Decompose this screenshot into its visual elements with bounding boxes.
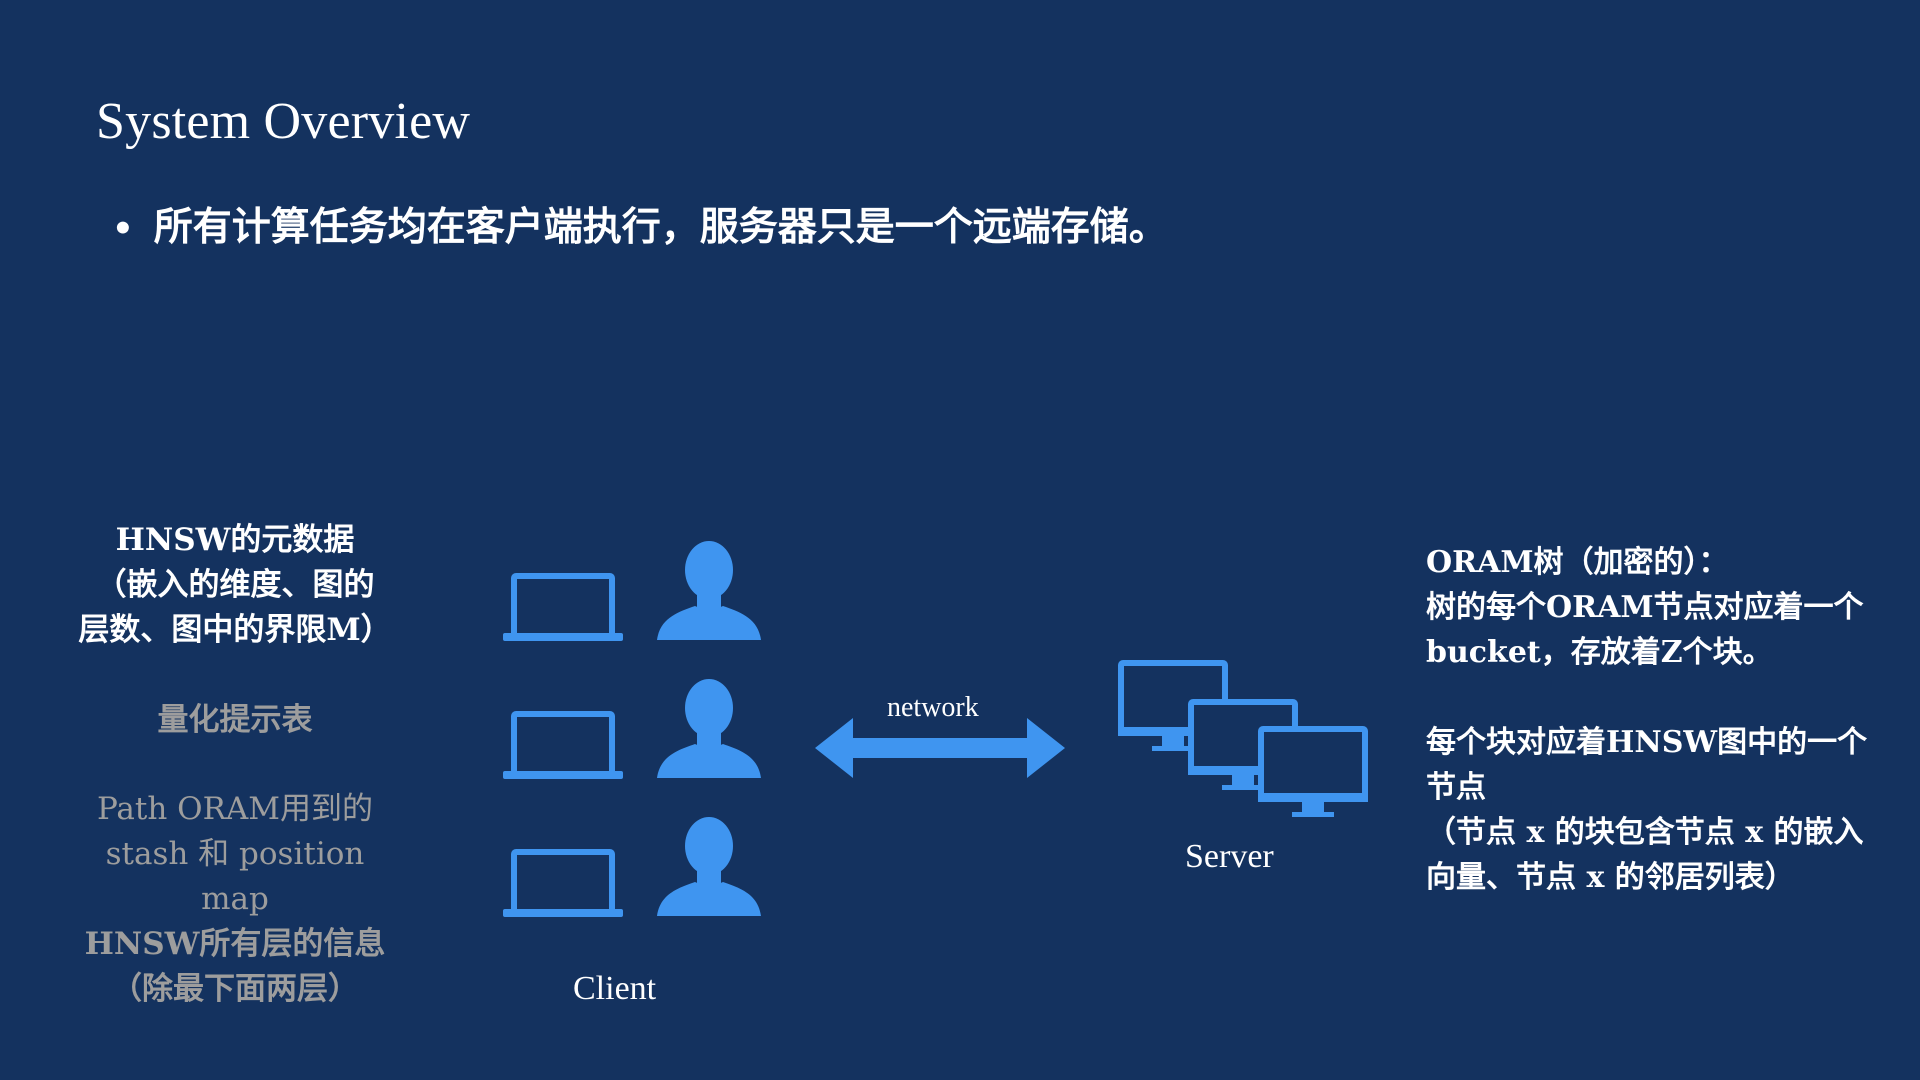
- client-row-3: [503, 817, 761, 917]
- client-item-line: 量化提示表: [157, 702, 313, 738]
- client-label: Client: [573, 970, 657, 1007]
- server-label: Server: [1185, 838, 1274, 875]
- server-oram-description: ORAM树（加密的）： 树的每个ORAM节点对应着一个 bucket，存放着Z个…: [1426, 540, 1896, 675]
- client-item-line: stash 和 position map: [105, 836, 365, 917]
- user-silhouette-icon: [657, 541, 761, 640]
- client-row-1: [503, 541, 761, 641]
- client-icons: [503, 541, 761, 917]
- laptop-icon: [503, 573, 623, 641]
- user-silhouette-icon: [657, 679, 761, 778]
- client-item-line: （嵌入的维度、图的: [95, 567, 375, 603]
- user-silhouette-icon: [657, 817, 761, 916]
- network-label: network: [887, 692, 979, 723]
- double-arrow-icon: [815, 718, 1065, 778]
- server-text-line: bucket，存放着Z个块。: [1426, 635, 1773, 670]
- server-text-line: 向量、节点 x 的邻居列表）: [1426, 860, 1795, 895]
- slide-title: System Overview: [96, 93, 471, 150]
- server-text-line: 节点: [1426, 770, 1486, 805]
- client-item-line: （除最下面两层）: [111, 971, 359, 1007]
- server-block-description: 每个块对应着HNSW图中的一个 节点 （节点 x 的块包含节点 x 的嵌入 向量…: [1426, 720, 1896, 900]
- laptop-icon: [503, 849, 623, 917]
- client-item-line: HNSW所有层的信息: [84, 926, 386, 962]
- server-text-line: ORAM树（加密的）：: [1426, 545, 1729, 580]
- client-item-line: 层数、图中的界限M）: [78, 612, 392, 648]
- server-text-line: 树的每个ORAM节点对应着一个: [1426, 590, 1864, 625]
- bullet-text: 所有计算任务均在客户端执行，服务器只是一个远端存储。: [153, 204, 1168, 250]
- client-item-line: Path ORAM用到的: [96, 791, 374, 827]
- client-item-quantization-table: 量化提示表: [70, 698, 400, 743]
- monitor-stack-icon: [1118, 660, 1368, 817]
- client-item-path-oram: Path ORAM用到的 stash 和 position map: [70, 787, 400, 922]
- server-text-line: （节点 x 的块包含节点 x 的嵌入: [1426, 815, 1864, 850]
- client-row-2: [503, 679, 761, 779]
- bullet-dot-icon: •: [112, 209, 134, 249]
- bullet-point: • 所有计算任务均在客户端执行，服务器只是一个远端存储。: [112, 196, 1168, 252]
- client-item-hnsw-metadata: HNSW的元数据 （嵌入的维度、图的 层数、图中的界限M）: [70, 518, 400, 653]
- server-text-line: 每个块对应着HNSW图中的一个: [1426, 725, 1868, 760]
- client-item-hnsw-layers: HNSW所有层的信息 （除最下面两层）: [70, 922, 400, 1012]
- monitor-icon: [1258, 726, 1368, 817]
- laptop-icon: [503, 711, 623, 779]
- client-item-line: HNSW的元数据: [115, 522, 355, 558]
